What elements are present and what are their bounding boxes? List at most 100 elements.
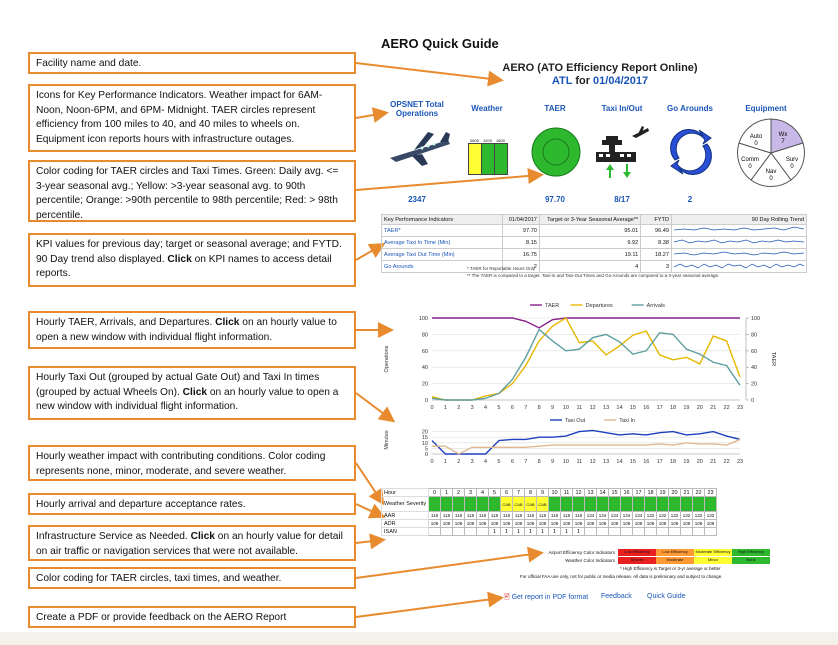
hour-cell[interactable]: 1 xyxy=(440,488,453,497)
aar-cell[interactable]: 118 xyxy=(440,511,453,520)
isan-cell[interactable] xyxy=(656,527,669,536)
hour-cell[interactable]: 16 xyxy=(620,488,633,497)
adr-cell[interactable]: 108 xyxy=(428,519,441,528)
isan-cell[interactable]: 1 xyxy=(536,527,549,536)
weather-cell[interactable] xyxy=(428,496,441,512)
isan-cell[interactable]: 1 xyxy=(560,527,573,536)
aar-cell[interactable]: 132 xyxy=(692,511,705,520)
weather-cell[interactable] xyxy=(704,496,717,512)
hour-cell[interactable]: 14 xyxy=(596,488,609,497)
hour-cell[interactable]: 23 xyxy=(704,488,717,497)
adr-cell[interactable]: 108 xyxy=(500,519,513,528)
aar-cell[interactable]: 118 xyxy=(560,511,573,520)
weather-cell[interactable] xyxy=(656,496,669,512)
adr-cell[interactable]: 108 xyxy=(548,519,561,528)
adr-cell[interactable]: 108 xyxy=(584,519,597,528)
isan-cell[interactable]: 1 xyxy=(500,527,513,536)
taxi-tower-icon[interactable] xyxy=(594,122,652,186)
quick-guide-link[interactable]: Quick Guide xyxy=(647,593,686,600)
equipment-pie[interactable]: Wx 7 Surv 0 Nav 0 Comm 0 Auto 0 xyxy=(736,118,806,188)
hour-cell[interactable]: 20 xyxy=(668,488,681,497)
airplane-icon[interactable] xyxy=(388,128,452,168)
weather-bar-evening[interactable] xyxy=(495,144,507,174)
aar-cell[interactable]: 118 xyxy=(500,511,513,520)
kpi-link-taxi-in[interactable]: Average Taxi In Time (Min) xyxy=(380,236,504,249)
weather-label[interactable]: Weather xyxy=(471,104,503,113)
adr-cell[interactable]: 108 xyxy=(680,519,693,528)
adr-cell[interactable]: 108 xyxy=(464,519,477,528)
hour-cell[interactable]: 9 xyxy=(536,488,549,497)
weather-cell[interactable] xyxy=(488,496,501,512)
taer-circles-icon[interactable] xyxy=(530,126,582,178)
aar-cell[interactable]: 118 xyxy=(572,511,585,520)
hour-cell[interactable]: 17 xyxy=(632,488,645,497)
go-around-icon[interactable] xyxy=(665,126,717,178)
weather-cell[interactable] xyxy=(572,496,585,512)
weather-cell[interactable] xyxy=(596,496,609,512)
isan-cell[interactable] xyxy=(428,527,441,536)
adr-cell[interactable]: 108 xyxy=(452,519,465,528)
weather-cell[interactable] xyxy=(440,496,453,512)
isan-cell[interactable] xyxy=(620,527,633,536)
isan-cell[interactable] xyxy=(668,527,681,536)
isan-cell[interactable] xyxy=(452,527,465,536)
aar-cell[interactable]: 132 xyxy=(644,511,657,520)
aar-cell[interactable]: 118 xyxy=(488,511,501,520)
opsnet-label[interactable]: OPSNET Total Operations xyxy=(390,100,444,118)
isan-cell[interactable] xyxy=(692,527,705,536)
weather-cell[interactable] xyxy=(476,496,489,512)
weather-cell[interactable] xyxy=(464,496,477,512)
weather-bar-afternoon[interactable] xyxy=(482,144,495,174)
hour-cell[interactable]: 0 xyxy=(428,488,441,497)
hour-cell[interactable]: 7 xyxy=(512,488,525,497)
weather-cell[interactable] xyxy=(608,496,621,512)
isan-cell[interactable]: 1 xyxy=(572,527,585,536)
isan-cell[interactable] xyxy=(596,527,609,536)
aar-cell[interactable]: 134 xyxy=(596,511,609,520)
hour-cell[interactable]: 8 xyxy=(524,488,537,497)
aar-cell[interactable]: 118 xyxy=(452,511,465,520)
weather-cell[interactable] xyxy=(452,496,465,512)
weather-cell[interactable]: CAB xyxy=(500,496,513,512)
hour-cell[interactable]: 19 xyxy=(656,488,669,497)
adr-cell[interactable]: 108 xyxy=(668,519,681,528)
aar-cell[interactable]: 118 xyxy=(476,511,489,520)
hour-cell[interactable]: 13 xyxy=(584,488,597,497)
adr-cell[interactable]: 108 xyxy=(644,519,657,528)
aar-cell[interactable]: 132 xyxy=(668,511,681,520)
taer-label[interactable]: TAER xyxy=(544,104,566,113)
isan-cell[interactable] xyxy=(584,527,597,536)
isan-cell[interactable]: 1 xyxy=(488,527,501,536)
weather-cell[interactable]: CAB xyxy=(524,496,537,512)
adr-cell[interactable]: 108 xyxy=(512,519,525,528)
aar-cell[interactable]: 134 xyxy=(632,511,645,520)
hour-cell[interactable]: 21 xyxy=(680,488,693,497)
weather-cell[interactable] xyxy=(584,496,597,512)
adr-cell[interactable]: 108 xyxy=(620,519,633,528)
hour-cell[interactable]: 15 xyxy=(608,488,621,497)
weather-cell[interactable] xyxy=(668,496,681,512)
adr-cell[interactable]: 108 xyxy=(704,519,717,528)
adr-cell[interactable]: 108 xyxy=(476,519,489,528)
hour-cell[interactable]: 3 xyxy=(464,488,477,497)
adr-cell[interactable]: 108 xyxy=(596,519,609,528)
isan-cell[interactable] xyxy=(680,527,693,536)
aar-cell[interactable]: 118 xyxy=(524,511,537,520)
hour-cell[interactable]: 6 xyxy=(500,488,513,497)
weather-cell[interactable] xyxy=(680,496,693,512)
feedback-link[interactable]: Feedback xyxy=(601,593,632,600)
aar-cell[interactable]: 134 xyxy=(608,511,621,520)
isan-cell[interactable] xyxy=(632,527,645,536)
adr-cell[interactable]: 108 xyxy=(656,519,669,528)
aar-cell[interactable]: 132 xyxy=(656,511,669,520)
adr-cell[interactable]: 108 xyxy=(608,519,621,528)
weather-cell[interactable] xyxy=(692,496,705,512)
hour-cell[interactable]: 5 xyxy=(488,488,501,497)
hour-cell[interactable]: 11 xyxy=(560,488,573,497)
weather-cell[interactable] xyxy=(560,496,573,512)
aar-cell[interactable]: 134 xyxy=(620,511,633,520)
hour-cell[interactable]: 10 xyxy=(548,488,561,497)
aar-cell[interactable]: 118 xyxy=(464,511,477,520)
isan-cell[interactable]: 1 xyxy=(524,527,537,536)
